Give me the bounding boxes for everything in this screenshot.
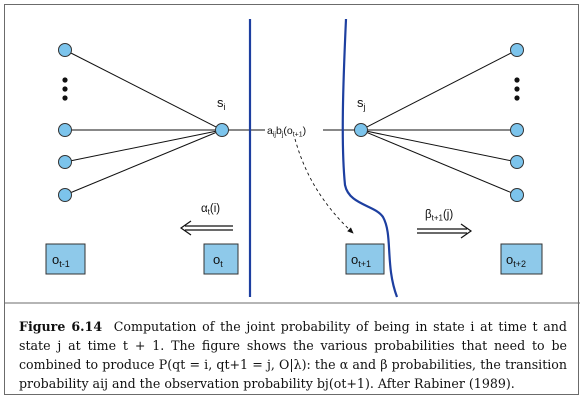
right-ellipsis: [514, 77, 520, 101]
emission-dotted-arrow: [294, 138, 354, 234]
svg-text:ot-1: ot-1: [52, 252, 70, 269]
svg-text:ot+2: ot+2: [506, 252, 526, 269]
caption-text: Computation of the joint probability of …: [19, 319, 567, 391]
state-label-sj: sj: [357, 95, 366, 112]
observation-box-t-plus-1: ot+1: [345, 243, 385, 275]
right-node: [510, 188, 524, 202]
figure-frame: si sj aijbj(ot+1) αt(i) βt+1(j): [4, 4, 580, 395]
svg-text:ot+1: ot+1: [351, 252, 371, 269]
observation-box-t-minus-1: ot-1: [45, 243, 86, 275]
svg-text:ot: ot: [213, 252, 223, 269]
right-node: [510, 123, 524, 137]
state-node-si: [215, 123, 229, 137]
observation-box-t: ot: [203, 243, 239, 275]
observation-box-t-plus-2: ot+2: [500, 243, 543, 275]
alpha-label: αt(i): [201, 203, 220, 217]
alpha-arrow: [179, 220, 233, 236]
state-label-si: si: [217, 95, 226, 112]
trellis-diagram: si sj aijbj(ot+1) αt(i) βt+1(j): [5, 18, 580, 304]
left-node: [58, 123, 72, 137]
beta-label: βt+1(j): [425, 209, 453, 223]
figure-caption: Figure 6.14 Computation of the joint pro…: [19, 317, 567, 393]
left-edges: [64, 49, 223, 196]
right-divider-curve: [341, 18, 399, 298]
right-nodes: [510, 43, 524, 202]
transition-probability-label: aijbj(ot+1): [267, 125, 306, 139]
right-node: [510, 43, 524, 57]
right-edges: [360, 49, 518, 196]
left-nodes: [58, 43, 72, 202]
left-node: [58, 188, 72, 202]
right-node: [510, 155, 524, 169]
figure-label: Figure 6.14: [19, 319, 103, 334]
left-ellipsis: [62, 77, 68, 101]
left-node: [58, 43, 72, 57]
state-node-sj: [354, 123, 368, 137]
left-node: [58, 155, 72, 169]
beta-arrow: [417, 223, 473, 239]
